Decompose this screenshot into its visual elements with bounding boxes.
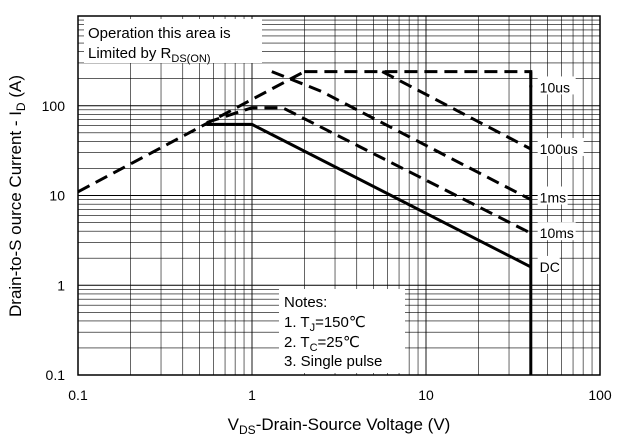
limit-note-line1: Operation this area is <box>88 25 231 42</box>
curve-label-100us: 100us <box>540 141 578 157</box>
notes-line2: 2. TC=25℃ <box>284 334 360 354</box>
x-axis-label: VDS-Drain-Source Voltage (V) <box>228 415 451 437</box>
series-line-100us <box>381 70 532 151</box>
series-line-10us <box>304 70 533 88</box>
limit-note-box <box>84 19 262 63</box>
x-tick-label: 0.1 <box>68 387 88 403</box>
curve-label-bg <box>537 222 576 241</box>
series-line-1ms <box>271 70 532 201</box>
x-tick-label: 1 <box>248 387 256 403</box>
x-tick-label: 10 <box>418 387 434 403</box>
curve-label-bg <box>537 137 584 156</box>
curves <box>77 70 533 375</box>
curve-label-bg <box>537 255 560 274</box>
x-tick-label: 100 <box>588 387 612 403</box>
curve-label-bg <box>537 186 568 205</box>
notes-box <box>279 289 405 373</box>
y-tick-label: 100 <box>42 98 66 114</box>
plot-frame <box>77 15 601 376</box>
y-tick-label: 0.1 <box>46 367 66 383</box>
curve-label-10us: 10us <box>540 79 570 95</box>
y-tick-label: 10 <box>49 188 65 204</box>
y-tick-label: 1 <box>57 277 65 293</box>
limit-note-line2: Limited by RDS(ON) <box>88 45 210 65</box>
curve-label-bg <box>537 76 576 95</box>
notes-line3: 3. Single pulse <box>284 353 382 370</box>
tick-labels: 0.1 1 10 100 0.1 1 10 100 <box>42 98 612 403</box>
notes-heading: Notes: <box>284 294 327 311</box>
series-line-boundary-5 <box>77 70 306 194</box>
curve-label-10ms: 10ms <box>540 225 574 241</box>
notes-line1: 1. TJ=150℃ <box>284 314 366 334</box>
curve-label-dc: DC <box>540 259 560 275</box>
series-line-10ms <box>206 106 532 235</box>
y-axis-label: Drain-to-S ource Current - ID (A) <box>6 75 28 317</box>
series-line-dc <box>206 122 532 269</box>
curve-label-1ms: 1ms <box>540 189 566 205</box>
